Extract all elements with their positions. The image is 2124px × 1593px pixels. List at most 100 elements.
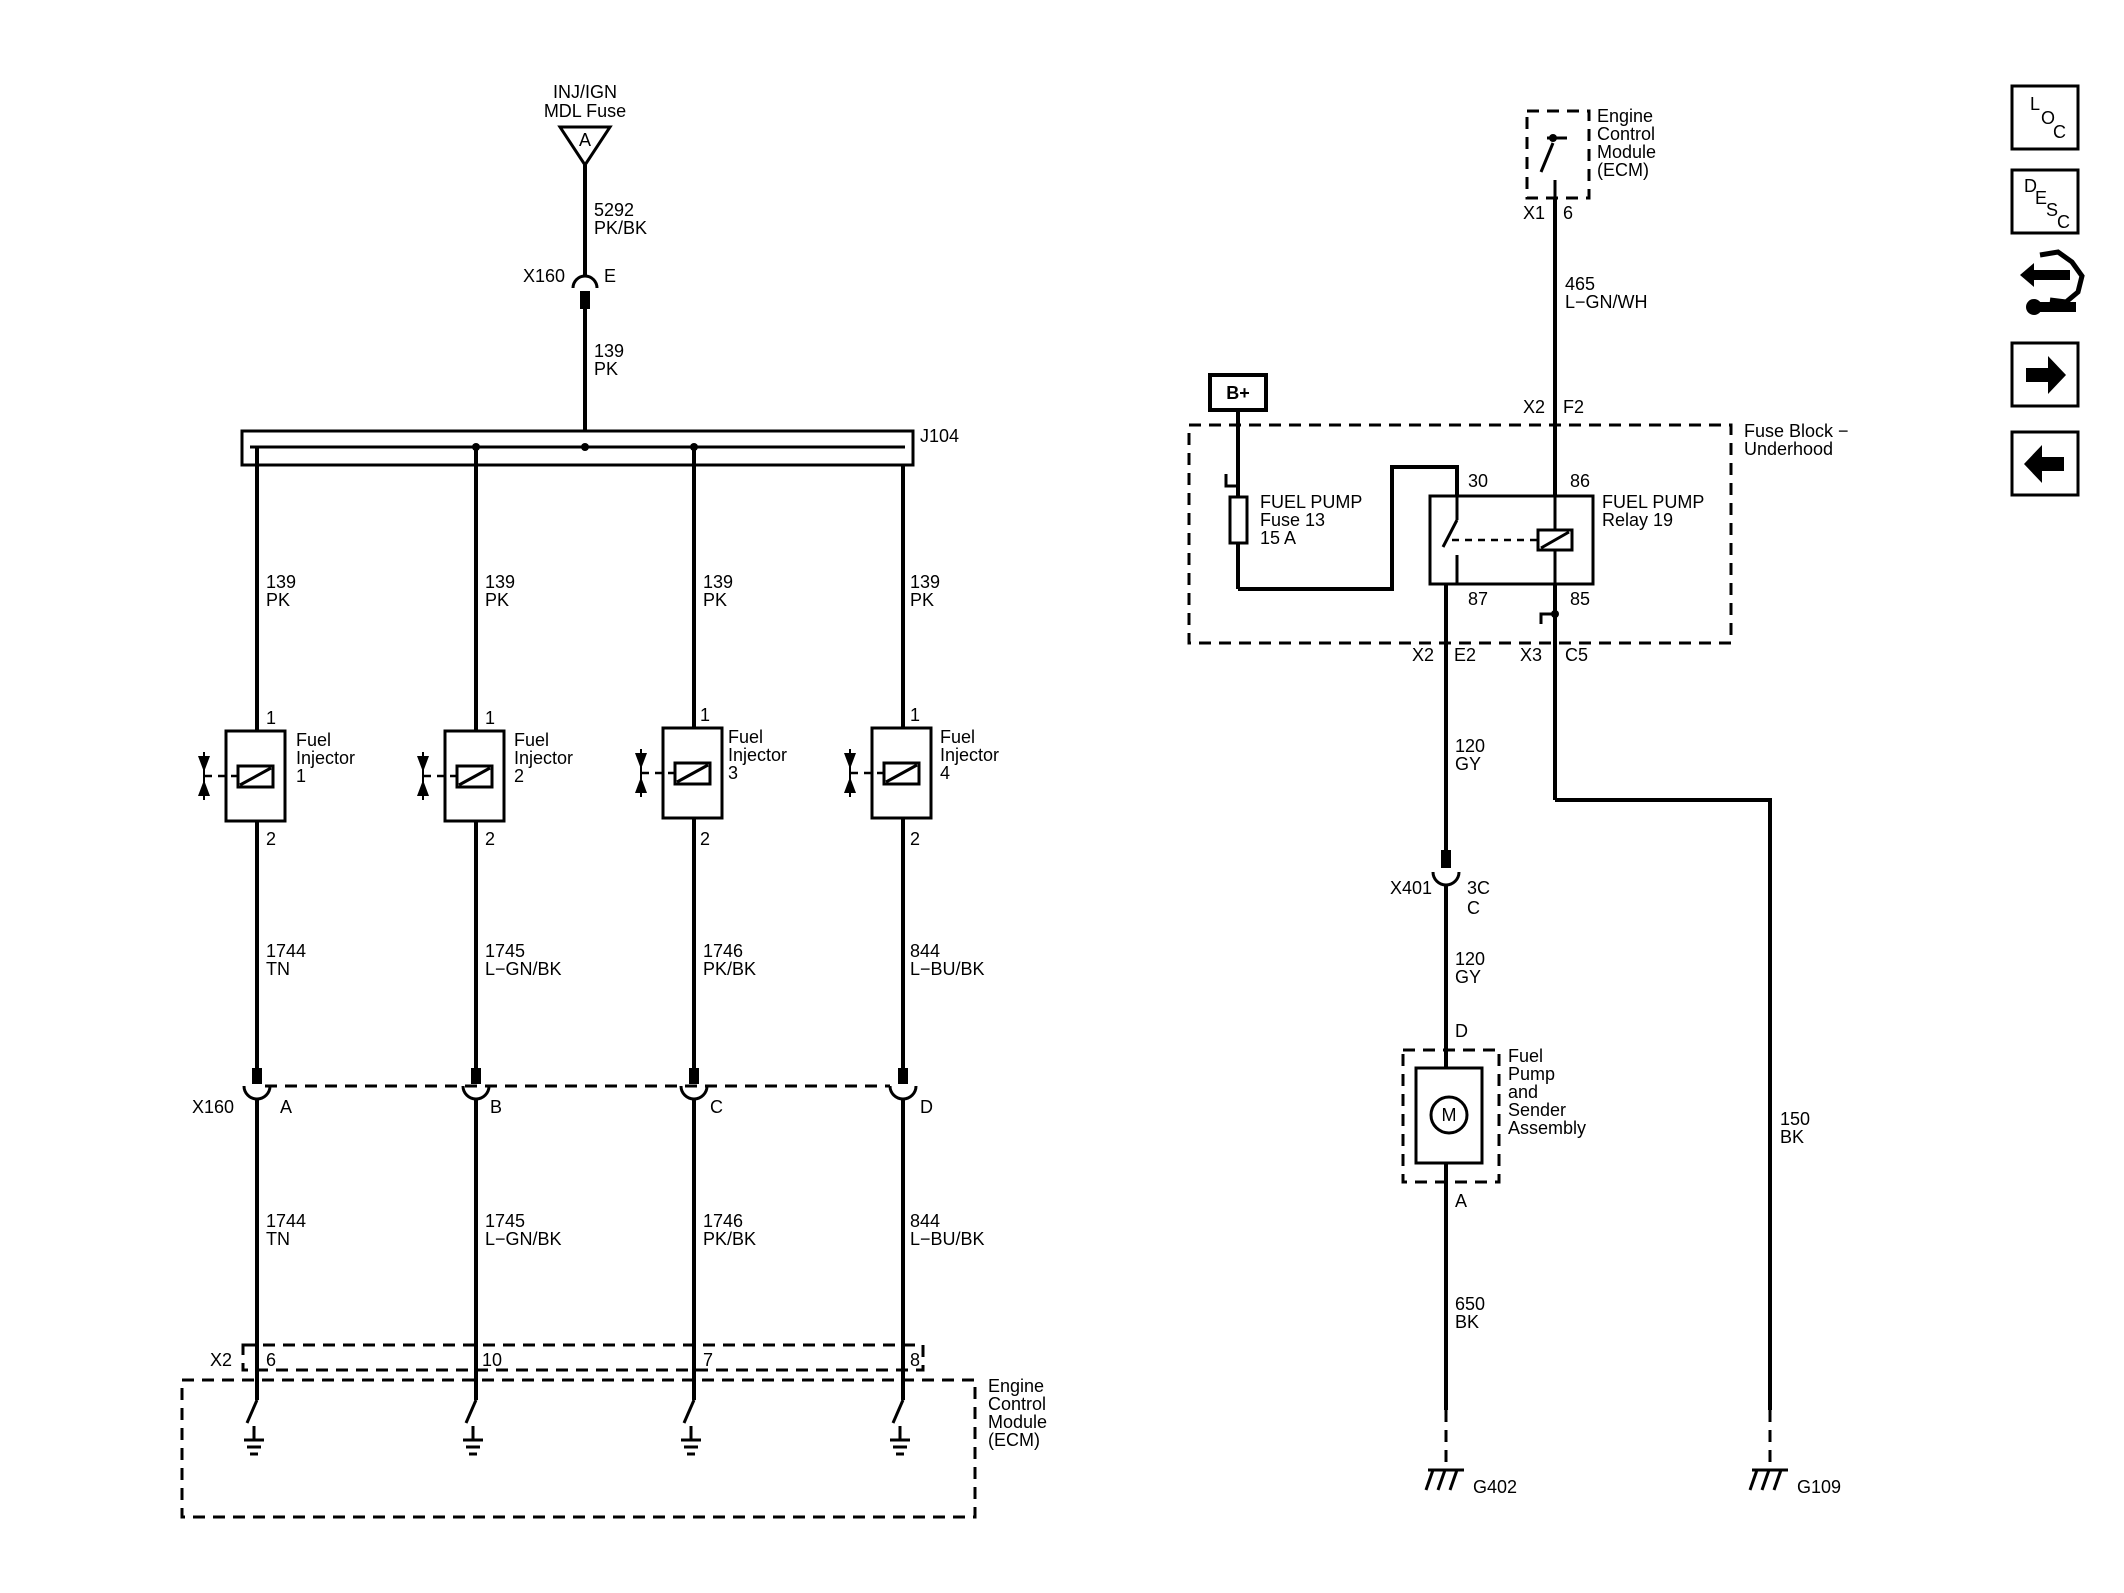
wire-139-color: PK bbox=[485, 590, 509, 610]
previous-button[interactable] bbox=[2010, 430, 2080, 497]
fuse-block-outline bbox=[1187, 423, 1733, 645]
loc-button[interactable]: L O C bbox=[2010, 84, 2080, 151]
pump-label-3: and bbox=[1508, 1082, 1538, 1102]
wire-139-num: 139 bbox=[266, 572, 296, 592]
svg-text:O: O bbox=[2041, 108, 2055, 128]
wire-1746-num: 1746 bbox=[703, 1211, 743, 1231]
ecm-top-label-4: (ECM) bbox=[1597, 160, 1649, 180]
connector-x2-outline bbox=[241, 1343, 925, 1372]
wire-1746-color: PK/BK bbox=[703, 1229, 756, 1249]
wire-1745-color: L−GN/BK bbox=[485, 1229, 562, 1249]
injector-coil-slash bbox=[885, 763, 918, 784]
connector-x160-e-pin-icon bbox=[580, 291, 590, 309]
injector-2-branch: 139 PK 1 Fuel Injector 2 2 1745 L−GN/BK … bbox=[417, 447, 573, 1456]
splice-node bbox=[581, 443, 589, 451]
wire-1744-color: TN bbox=[266, 959, 290, 979]
fuel-pump-fuse-13 bbox=[1228, 495, 1249, 545]
desc-button[interactable]: D E S C bbox=[2010, 168, 2080, 235]
source-letter: A bbox=[579, 130, 591, 150]
ecm-label-3: Module bbox=[988, 1412, 1047, 1432]
wire-150-num: 150 bbox=[1780, 1109, 1810, 1129]
injector-label-2: Injector bbox=[514, 748, 573, 768]
pin-1-label: 1 bbox=[910, 705, 920, 725]
nav-toolbar: L O C D E S C bbox=[2010, 84, 2085, 497]
fuse-label-2: Fuse 13 bbox=[1260, 510, 1325, 530]
svg-text:C: C bbox=[2057, 212, 2070, 232]
connector-x1-label: X1 bbox=[1523, 203, 1545, 223]
ecm-switch-icon bbox=[891, 1399, 905, 1424]
injector-1-branch: 139 PK 1 Fuel Injector 1 2 1744 TN A 174… bbox=[198, 447, 355, 1456]
relay-label-2: Relay 19 bbox=[1602, 510, 1673, 530]
ecm-label-4: (ECM) bbox=[988, 1430, 1040, 1450]
svg-text:D: D bbox=[2024, 176, 2037, 196]
desc-icon[interactable] bbox=[2010, 168, 2080, 235]
connector-x160-e-icon bbox=[571, 274, 599, 289]
connector-x160-d-icon bbox=[888, 1085, 918, 1101]
battery-label: B+ bbox=[1226, 383, 1250, 403]
ecm-switch-icon bbox=[245, 1399, 259, 1424]
connector-x401-pin-c: C bbox=[1467, 898, 1480, 918]
ecm-switch-icon bbox=[682, 1399, 696, 1424]
ecm-top-label-1: Engine bbox=[1597, 106, 1653, 126]
wire-1744-num: 1744 bbox=[266, 941, 306, 961]
injector-coil-slash bbox=[239, 766, 272, 787]
wire-5292-num: 5292 bbox=[594, 200, 634, 220]
connector-x1-pin: 6 bbox=[1563, 203, 1573, 223]
wire-5292-color: PK/BK bbox=[594, 218, 647, 238]
wire-844-num: 844 bbox=[910, 1211, 940, 1231]
connector-x2-pin-f2: F2 bbox=[1563, 397, 1584, 417]
source-triangle-icon bbox=[557, 125, 613, 168]
connector-x3-pin-c5: C5 bbox=[1565, 645, 1588, 665]
injector-label-2: Injector bbox=[296, 748, 355, 768]
fuse-block-label-2: Underhood bbox=[1744, 439, 1833, 459]
connector-pin-icon bbox=[898, 1068, 908, 1084]
pin-2-label: 2 bbox=[485, 829, 495, 849]
injector-label-3: 4 bbox=[940, 763, 950, 783]
motor-label: M bbox=[1442, 1105, 1457, 1125]
connector-x3-label: X3 bbox=[1520, 645, 1542, 665]
ground-g109-label: G109 bbox=[1797, 1477, 1841, 1497]
wire-844-color: L−BU/BK bbox=[910, 959, 985, 979]
loc-icon[interactable] bbox=[2010, 84, 2080, 151]
wire-844-color: L−BU/BK bbox=[910, 1229, 985, 1249]
battery-box bbox=[1208, 373, 1268, 412]
fuse-label-3: 15 A bbox=[1260, 528, 1296, 548]
wire-120-num: 120 bbox=[1455, 949, 1485, 969]
ecm-label-1: Engine bbox=[988, 1376, 1044, 1396]
relay-pin-85: 85 bbox=[1570, 589, 1590, 609]
injector-label-2: Injector bbox=[728, 745, 787, 765]
connector-x401-label: X401 bbox=[1390, 878, 1432, 898]
connector-x401-icon bbox=[1431, 871, 1461, 887]
injector-label-1: Fuel bbox=[296, 730, 331, 750]
injector-coil-slash bbox=[458, 766, 491, 787]
pump-label-1: Fuel bbox=[1508, 1046, 1543, 1066]
connector-x2-label: X2 bbox=[1523, 397, 1545, 417]
fuse-label-1: FUEL PUMP bbox=[1260, 492, 1362, 512]
ecm-switch-icon bbox=[1539, 142, 1555, 173]
relay-pin-86: 86 bbox=[1570, 471, 1590, 491]
wire-465-num: 465 bbox=[1565, 274, 1595, 294]
relay-85-tap-icon bbox=[1539, 612, 1555, 624]
wire-139-color: PK bbox=[594, 359, 618, 379]
wire-120-num: 120 bbox=[1455, 736, 1485, 756]
svg-text:L: L bbox=[2030, 94, 2040, 114]
connector-info-button[interactable] bbox=[2020, 249, 2085, 315]
injector-label-2: Injector bbox=[940, 745, 999, 765]
motor-icon bbox=[1429, 1095, 1469, 1135]
splice-label: J104 bbox=[920, 426, 959, 446]
source-fuse-label-1: INJ/IGN bbox=[553, 82, 617, 102]
pin-1-label: 1 bbox=[266, 708, 276, 728]
next-button[interactable] bbox=[2010, 341, 2080, 408]
wire-139-color: PK bbox=[266, 590, 290, 610]
injector-label-3: 2 bbox=[514, 766, 524, 786]
fuse-block-label-1: Fuse Block − bbox=[1744, 421, 1849, 441]
connector-x2-pin-e2: E2 bbox=[1454, 645, 1476, 665]
svg-text:E: E bbox=[2035, 188, 2047, 208]
wire-139-num: 139 bbox=[910, 572, 940, 592]
wire-465-color: L−GN/WH bbox=[1565, 292, 1648, 312]
injector-label-1: Fuel bbox=[940, 727, 975, 747]
injector-circuit: INJ/IGN MDL Fuse A 5292 PK/BK X160 E 139… bbox=[180, 82, 1047, 1519]
pin-1-label: 1 bbox=[700, 705, 710, 725]
ground-g402-label: G402 bbox=[1473, 1477, 1517, 1497]
